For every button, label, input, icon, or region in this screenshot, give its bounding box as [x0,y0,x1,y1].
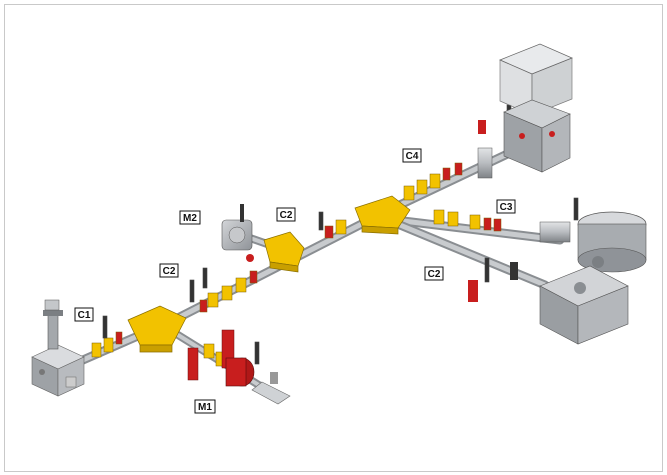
end-station-c2-right [468,262,629,345]
label-m2: M2 [179,210,201,225]
label-c2-lower: C2 [159,263,179,278]
svg-text:C3: C3 [500,202,513,213]
source-chamber-c1 [31,299,85,397]
end-station-c4 [477,43,573,179]
m1-branch [187,329,291,405]
svg-text:M2: M2 [183,213,197,224]
quadrupole-magnets [91,162,502,367]
m2-branch [221,204,254,262]
svg-text:C2: C2 [280,210,293,221]
label-c2-upper: C2 [276,207,296,222]
label-c1: C1 [74,307,94,322]
svg-text:M1: M1 [198,402,212,413]
svg-text:C1: C1 [78,310,91,321]
svg-text:C4: C4 [406,151,419,162]
label-c2-right: C2 [424,266,444,281]
label-m1: M1 [194,399,216,414]
dipole-magnets [127,195,411,353]
label-c4: C4 [402,148,422,163]
svg-text:C2: C2 [163,266,176,277]
end-station-c3 [539,211,647,273]
svg-text:C2: C2 [428,269,441,280]
label-c3: C3 [496,199,516,214]
